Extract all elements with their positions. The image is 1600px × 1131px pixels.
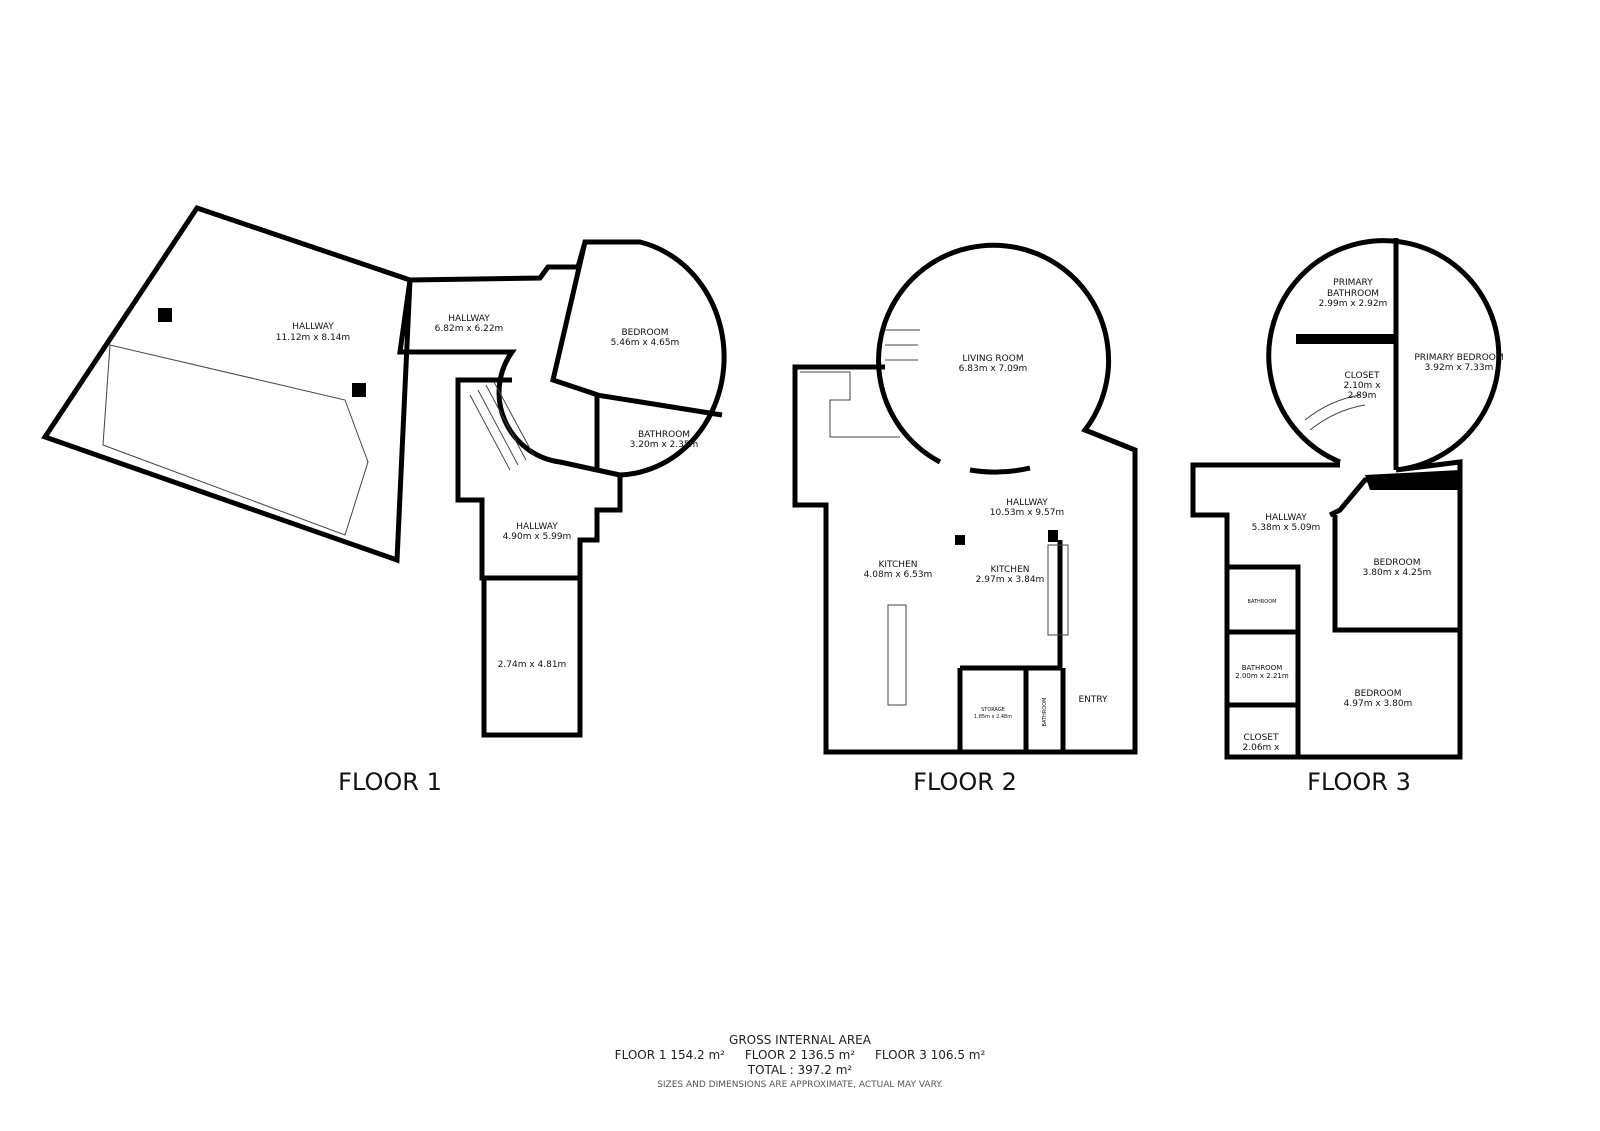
column-marker xyxy=(352,383,366,397)
room-dimensions: 11.12m x 8.14m xyxy=(276,333,350,343)
staircase-icon xyxy=(800,329,920,438)
area-floor-2: FLOOR 2 136.5 m² xyxy=(744,1048,856,1062)
room-dimensions: 2.74m x 4.81m xyxy=(498,660,567,670)
room-dimensions: 2.10m x xyxy=(1344,381,1382,391)
room-label: HALLWAY xyxy=(292,322,334,332)
area-title: GROSS INTERNAL AREA xyxy=(729,1033,871,1047)
floor-2-walls xyxy=(792,242,1138,755)
room-label: HALLWAY xyxy=(516,522,558,532)
room-dimensions: 6.82m x 6.22m xyxy=(435,324,504,334)
area-floor-1: FLOOR 1 154.2 m² xyxy=(614,1048,725,1062)
floor-3-plan: PRIMARY BATHROOM 2.99m x 2.92m PRIMARY B… xyxy=(1190,238,1504,796)
staircase-icon xyxy=(469,381,535,471)
room-dimensions: 3.80m x 4.25m xyxy=(1363,568,1432,578)
room-label: BATHROOM xyxy=(1248,599,1277,605)
room-dimensions: 2.00m x 2.21m xyxy=(1235,672,1289,680)
room-label: HALLWAY xyxy=(448,314,490,324)
room-dimensions: 4.90m x 5.99m xyxy=(503,532,572,542)
floor-3-title: FLOOR 3 xyxy=(1307,768,1411,796)
room-label: PRIMARY BEDROOM xyxy=(1414,353,1503,363)
room-label: BATHROOM xyxy=(1327,289,1379,299)
room-label: BEDROOM xyxy=(622,328,669,338)
floor-1-annex-walls xyxy=(481,578,583,738)
room-label: BATHROOM xyxy=(638,430,690,440)
floor-1-plan: HALLWAY 11.12m x 8.14m HALLWAY 6.82m x 6… xyxy=(41,205,727,796)
room-dimensions: 5.46m x 4.65m xyxy=(611,338,680,348)
room-label: HALLWAY xyxy=(1006,498,1048,508)
staircase-icon xyxy=(1304,394,1366,431)
room-label: BEDROOM xyxy=(1355,689,1402,699)
room-label: ENTRY xyxy=(1078,695,1108,705)
room-label: LIVING ROOM xyxy=(962,354,1023,364)
room-dimensions: 4.97m x 3.80m xyxy=(1344,699,1413,709)
room-label: BEDROOM xyxy=(1374,558,1421,568)
room-dimensions: 3.92m x 7.33m xyxy=(1425,363,1494,373)
room-label: HALLWAY xyxy=(1265,513,1307,523)
column-marker xyxy=(158,308,172,322)
room-dimensions: 4.08m x 6.53m xyxy=(864,570,933,580)
floor-2-title: FLOOR 2 xyxy=(913,768,1017,796)
room-dimensions: 10.53m x 9.57m xyxy=(990,508,1064,518)
room-dimensions: 3.20m x 2.35m xyxy=(630,440,699,450)
area-summary: GROSS INTERNAL AREA FLOOR 1 154.2 m² FLO… xyxy=(0,1033,1600,1093)
room-label: BATHROOM xyxy=(1242,664,1283,672)
room-dimensions: 2.89m xyxy=(1348,391,1377,401)
room-dimensions: 1.85m x 2.48m xyxy=(974,714,1012,720)
floor-1-title: FLOOR 1 xyxy=(338,768,442,796)
room-dimensions: 2.97m x 3.84m xyxy=(976,575,1045,585)
room-dimensions: 2.99m x 2.92m xyxy=(1319,299,1388,309)
area-floor-3: FLOOR 3 106.5 m² xyxy=(874,1048,986,1062)
room-label: KITCHEN xyxy=(991,565,1030,575)
floor-2-plan: LIVING ROOM 6.83m x 7.09m HALLWAY 10.53m… xyxy=(792,242,1138,796)
room-label: PRIMARY xyxy=(1333,278,1373,288)
room-label: CLOSET xyxy=(1244,733,1279,743)
room-label: KITCHEN xyxy=(879,560,918,570)
floor-1-walls xyxy=(41,205,727,581)
room-label: STORAGE xyxy=(981,707,1005,713)
kitchen-island xyxy=(887,604,907,706)
area-floors: FLOOR 1 154.2 m² FLOOR 2 136.5 m² FLOOR … xyxy=(0,1048,1600,1063)
room-dimensions: 2.06m x xyxy=(1243,743,1281,753)
room-dimensions: 5.38m x 5.09m xyxy=(1252,523,1321,533)
disclaimer: SIZES AND DIMENSIONS ARE APPROXIMATE, AC… xyxy=(657,1080,943,1090)
room-label: CLOSET xyxy=(1345,371,1380,381)
area-total: TOTAL : 397.2 m² xyxy=(747,1063,853,1077)
room-label: BATHROOM xyxy=(1042,698,1048,727)
room-dimensions: 6.83m x 7.09m xyxy=(959,364,1028,374)
